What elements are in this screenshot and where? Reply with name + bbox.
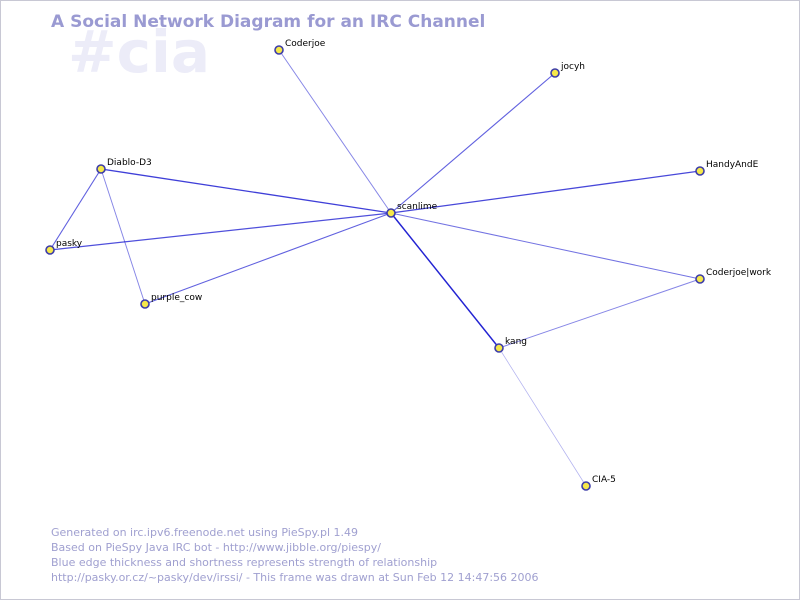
diagram-title: A Social Network Diagram for an IRC Chan… xyxy=(51,12,486,32)
node-label: purple_cow xyxy=(151,293,202,303)
edge-scanlime-kang xyxy=(390,212,500,349)
node-label: Coderjoe xyxy=(285,39,326,49)
edge-scanlime-coderjoe xyxy=(278,49,392,214)
node-label: kang xyxy=(505,337,527,347)
footer-legend-line: Blue edge thickness and shortness repres… xyxy=(51,556,438,569)
edge-scanlime-purple-cow xyxy=(144,212,392,305)
node-pasky: pasky xyxy=(45,239,83,255)
node-marker xyxy=(695,274,705,284)
footer-generated-line: Generated on irc.ipv6.freenode.net using… xyxy=(51,526,359,539)
node-label: CIA-5 xyxy=(592,475,616,485)
node-marker xyxy=(140,299,150,309)
edge-kang-coderjoe-work xyxy=(498,278,701,349)
edge-scanlime-handyande xyxy=(390,170,701,214)
node-marker xyxy=(695,166,705,176)
node-label: HandyAndE xyxy=(706,160,759,170)
node-label: Coderjoe|work xyxy=(706,268,772,278)
edge-kang-cia-5 xyxy=(498,347,587,487)
node-purple-cow: purple_cow xyxy=(140,293,202,309)
edge-diablo-d3-pasky xyxy=(49,168,102,251)
edge-diablo-d3-purple-cow xyxy=(100,168,146,305)
node-marker xyxy=(274,45,284,55)
edge-scanlime-diablo-d3 xyxy=(100,168,392,214)
footer-timestamp-line: http://pasky.or.cz/~pasky/dev/irssi/ - T… xyxy=(51,571,539,584)
node-marker xyxy=(45,245,55,255)
node-label: jocyh xyxy=(560,62,585,72)
node-marker xyxy=(581,481,591,491)
node-coderjoe-work: Coderjoe|work xyxy=(695,268,772,284)
node-marker xyxy=(550,68,560,78)
node-coderjoe: Coderjoe xyxy=(274,39,326,55)
node-marker xyxy=(96,164,106,174)
edges-layer xyxy=(49,49,701,487)
node-diablo-d3: Diablo-D3 xyxy=(96,158,152,174)
footer-based-on-line: Based on PieSpy Java IRC bot - http://ww… xyxy=(51,541,381,554)
node-label: pasky xyxy=(56,239,83,249)
edge-scanlime-jocyh xyxy=(390,72,556,214)
channel-watermark: #cia xyxy=(68,18,210,86)
node-label: Diablo-D3 xyxy=(107,158,152,168)
node-label: scanlime xyxy=(397,202,438,212)
node-marker xyxy=(494,343,504,353)
node-handyande: HandyAndE xyxy=(695,160,759,176)
edge-scanlime-pasky xyxy=(49,212,392,251)
node-jocyh: jocyh xyxy=(550,62,585,78)
node-cia-5: CIA-5 xyxy=(581,475,616,491)
node-marker xyxy=(386,208,396,218)
node-scanlime: scanlime xyxy=(386,202,438,218)
edge-scanlime-coderjoe-work xyxy=(390,212,701,280)
node-kang: kang xyxy=(494,337,527,353)
footer: Generated on irc.ipv6.freenode.net using… xyxy=(51,525,539,585)
